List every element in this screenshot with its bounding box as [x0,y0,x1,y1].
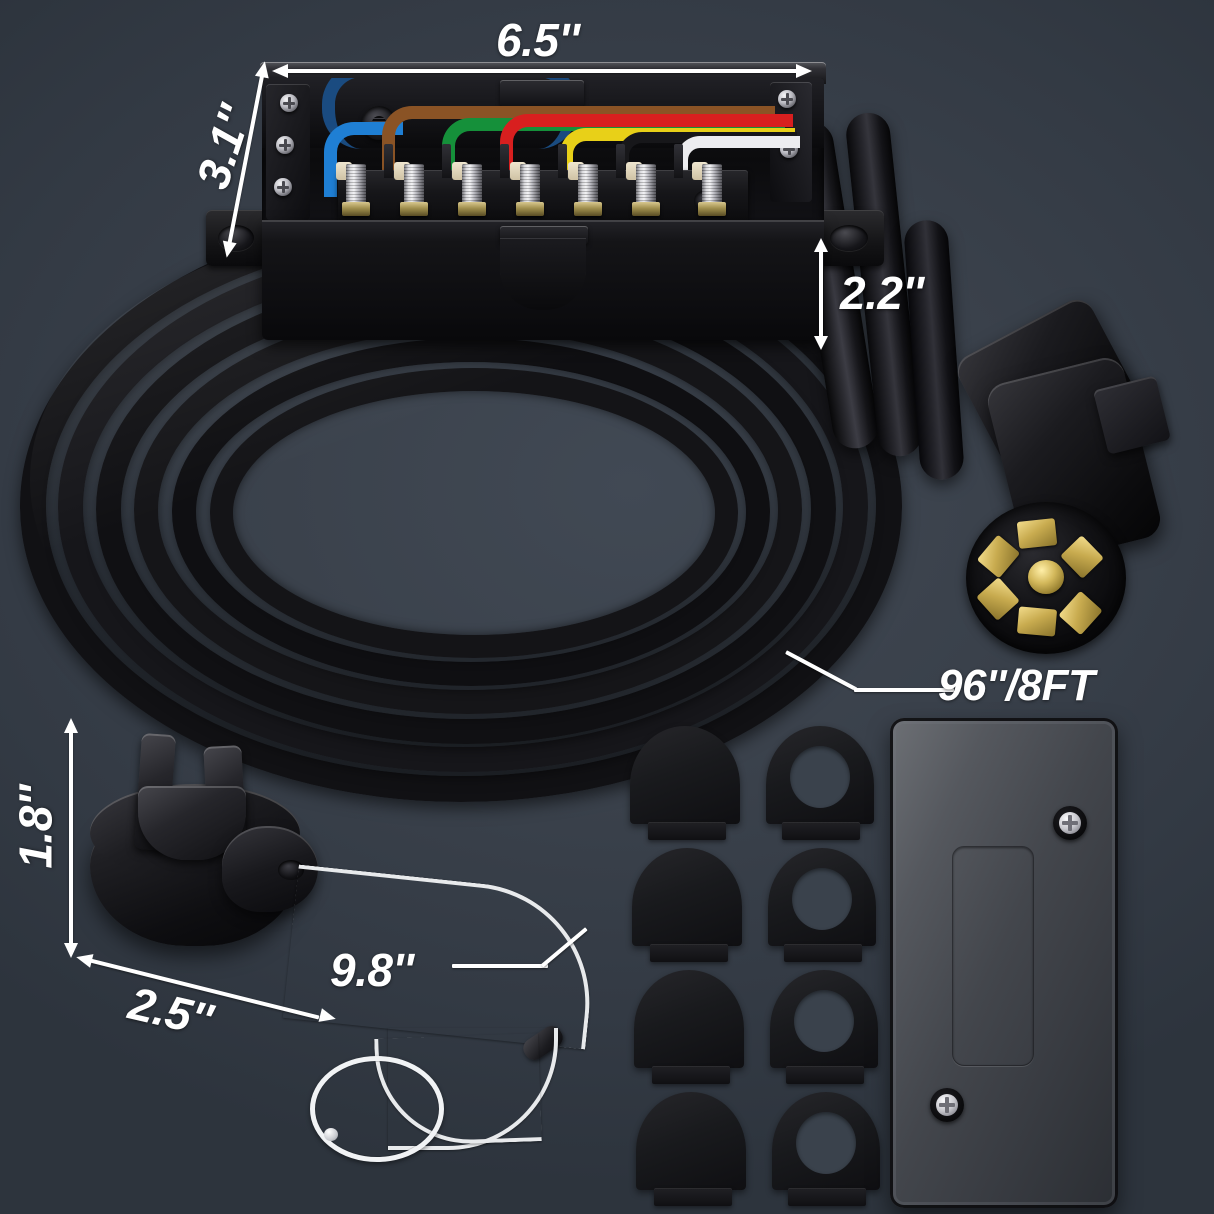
grommet-solid [636,1092,746,1190]
grommet-base [648,822,726,840]
side-screw [274,178,292,196]
terminal-divider [616,144,625,178]
plug-contact-face [966,502,1126,654]
plug-blade [1016,518,1058,549]
grommet-base [782,822,860,840]
junction-box [206,60,884,360]
terminal-screw [336,162,370,220]
grommet-base [652,1066,730,1084]
terminal-divider [384,144,393,178]
mounting-hole-left [218,225,254,251]
grommet-group [626,722,880,1208]
dimension-label-tether-length: 9.8'' [330,944,414,996]
dimension-arrow-cover-height [64,718,78,958]
grommet-hole [796,1112,856,1174]
grommet-base [654,1188,732,1206]
terminal-divider [500,144,509,178]
plug-center-pin [1028,560,1064,594]
terminal-screw [510,162,544,220]
plate-screw-bottom [930,1088,964,1122]
plug-blade [1016,606,1058,637]
terminal-screw [568,162,602,220]
cover-plate [890,718,1118,1208]
dimension-leader-cable-length [785,650,956,700]
terminal-divider [442,144,451,178]
terminal-screw [394,162,428,220]
dimension-arrow-box-depth [814,238,828,350]
tether-eyelet [278,860,304,880]
plate-screw-top [1053,806,1087,840]
tether-assembly [280,860,610,1200]
grommet-base [788,1188,866,1206]
grommet-base [650,944,728,962]
grommet-solid [632,848,742,946]
plug-blade [976,534,1021,579]
grommet-hole [792,868,852,930]
box-cavity [262,78,824,226]
dimension-label-box-width: 6.5'' [496,14,580,66]
dimension-label-box-depth: 2.2'' [840,267,924,319]
grommet-solid [634,970,744,1068]
dust-cover [80,720,350,970]
side-screw [778,90,796,108]
plug-blade [976,577,1020,621]
plate-recessed-panel [952,846,1034,1066]
dimension-arrow-box-width [272,64,812,78]
dimension-label-cover-height: 1.8'' [9,785,62,869]
grommet-hole [794,990,854,1052]
side-screw [280,94,298,112]
plug-blade [1058,590,1103,636]
terminal-screw [452,162,486,220]
seven-way-plug [951,293,1190,660]
grommet-base [784,944,862,962]
terminal-screw [692,162,726,220]
terminal-divider [674,144,683,178]
grommet-solid [630,726,740,824]
side-screw [276,136,294,154]
tether-split-ring [310,1056,444,1162]
tether-ring-bead [324,1128,338,1141]
terminal-screw [626,162,660,220]
dimension-leader-tether-length [452,927,588,1028]
plug-blade [1060,535,1104,579]
terminal-divider [558,144,567,178]
grommet-hole [790,746,850,808]
grommet-base [786,1066,864,1084]
front-latch-tongue [500,238,586,310]
dimension-label-cable-length: 96''/8FT [938,661,1095,710]
mounting-hole-right [830,225,868,251]
top-clamp [500,80,584,106]
